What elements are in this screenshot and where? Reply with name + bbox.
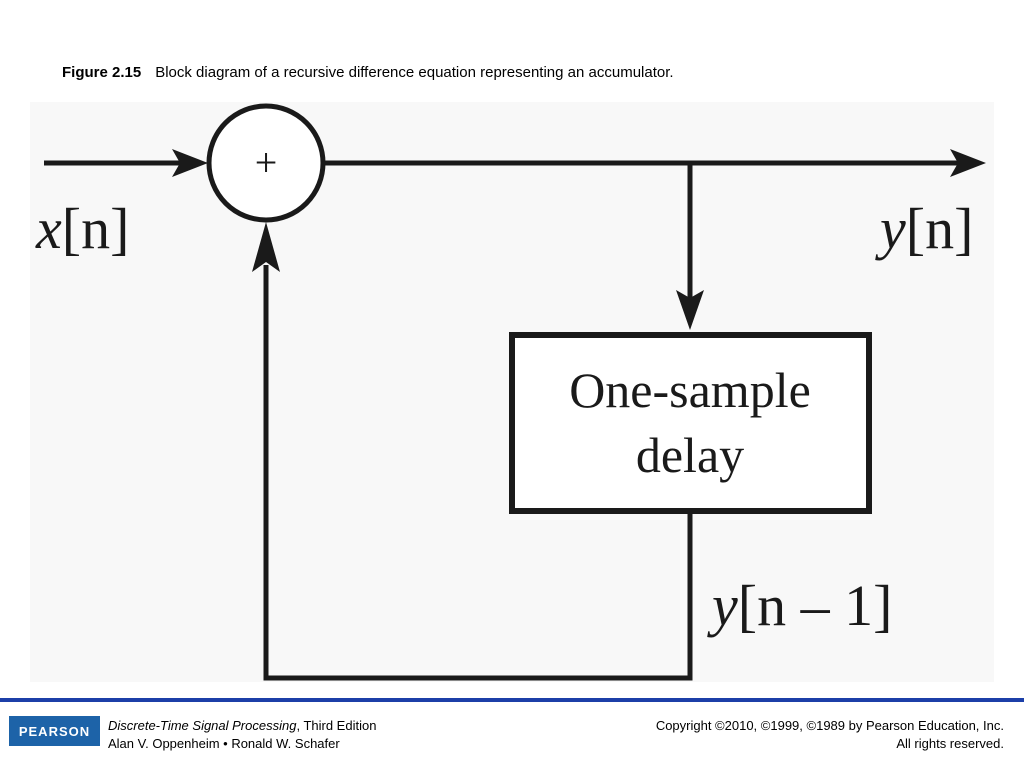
feedback-line bbox=[263, 265, 693, 681]
footer-book-info: Discrete-Time Signal Processing, Third E… bbox=[108, 717, 376, 753]
feedback-label: y[n – 1] bbox=[707, 573, 892, 638]
figure-label: Figure 2.15 bbox=[62, 64, 142, 81]
book-title: Discrete-Time Signal Processing bbox=[108, 718, 297, 733]
input-label-index: [n] bbox=[62, 196, 130, 261]
footer-copyright: Copyright ©2010, ©1999, ©1989 by Pearson… bbox=[656, 717, 1004, 753]
pearson-logo-text: PEARSON bbox=[18, 723, 91, 739]
delay-label-line1: One-sample bbox=[569, 362, 811, 418]
output-arrowhead bbox=[950, 149, 986, 177]
feedback-label-var: y bbox=[707, 573, 738, 638]
figure-caption: Figure 2.15 Block diagram of a recursive … bbox=[62, 64, 674, 81]
input-label-var: x bbox=[35, 196, 62, 261]
footer-rule bbox=[0, 698, 1024, 702]
input-label: x[n] bbox=[35, 196, 129, 261]
branch-arrowhead bbox=[676, 290, 704, 330]
block-diagram: + One-sample delay x[n] y[n] y[n – 1] bbox=[35, 103, 986, 681]
footer-title-line: Discrete-Time Signal Processing, Third E… bbox=[108, 717, 376, 735]
figure-caption-text: Block diagram of a recursive difference … bbox=[155, 64, 674, 81]
book-edition: , Third Edition bbox=[296, 718, 377, 733]
input-arrowhead bbox=[172, 149, 208, 177]
output-label-var: y bbox=[875, 196, 906, 261]
feedback-label-index: [n – 1] bbox=[738, 573, 893, 638]
adder-symbol: + bbox=[255, 140, 278, 185]
output-label-index: [n] bbox=[906, 196, 974, 261]
delay-label-line2: delay bbox=[636, 427, 744, 483]
book-authors: Alan V. Oppenheim • Ronald W. Schafer bbox=[108, 736, 340, 751]
rights-text: All rights reserved. bbox=[896, 736, 1004, 751]
delay-box bbox=[509, 332, 872, 514]
feedback-arrowhead bbox=[252, 222, 280, 272]
copyright-text: Copyright ©2010, ©1999, ©1989 by Pearson… bbox=[655, 718, 1004, 733]
pearson-logo: PEARSON bbox=[9, 716, 100, 746]
output-label: y[n] bbox=[875, 196, 973, 261]
